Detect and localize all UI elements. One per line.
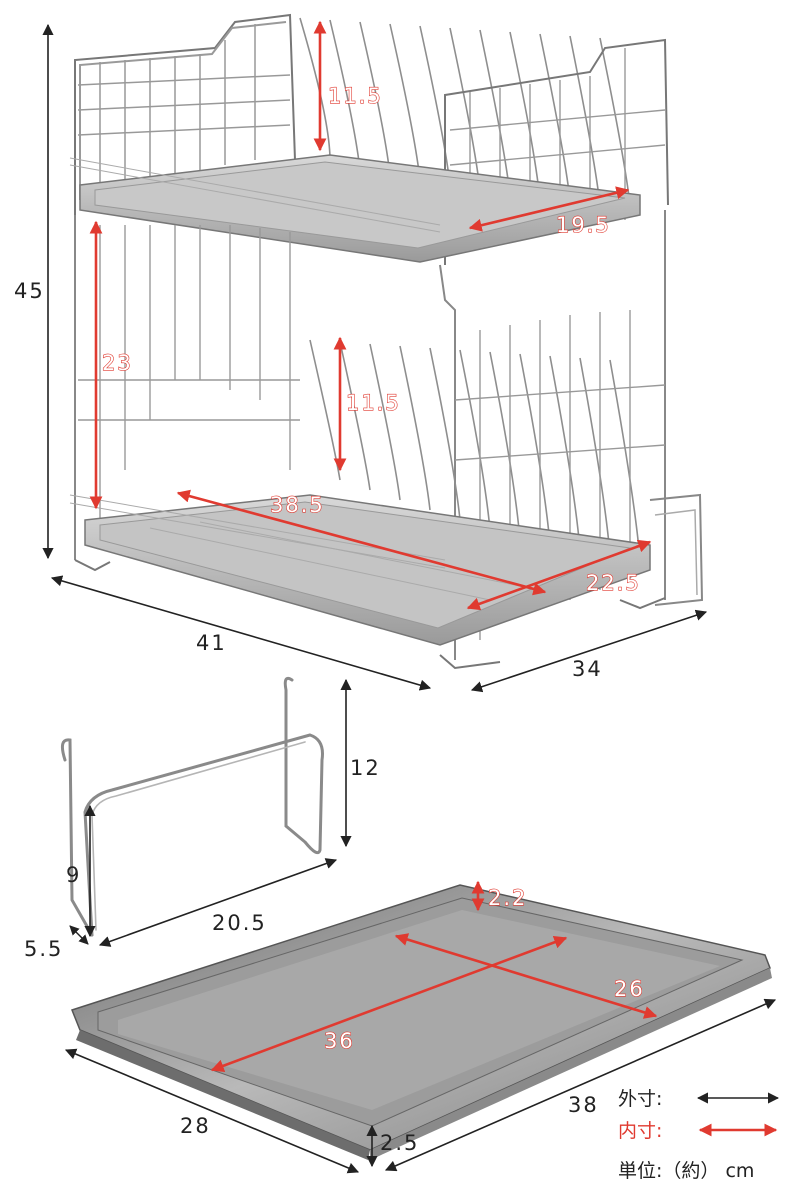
legend: 外寸: 内寸: 単位:（約） cm <box>618 1088 780 1182</box>
tray-depth-label: 28 <box>180 1114 211 1138</box>
legend-outer-label: 外寸: <box>618 1088 662 1110</box>
rack-height-label: 45 <box>14 279 45 303</box>
upper-plate-height-label: 11.5 <box>328 84 383 108</box>
tray-width-arrow <box>384 998 777 1172</box>
holder-depth-label: 5.5 <box>24 937 63 961</box>
holder-height-label: 12 <box>350 756 381 780</box>
holder-depth-arrow <box>69 925 89 945</box>
tray-illustration <box>71 884 772 1160</box>
tray-inner-dimensions: 2.2 26 36 <box>210 880 658 1073</box>
rack-depth-label: 34 <box>572 657 603 681</box>
tray-height-label: 2.5 <box>380 1131 419 1155</box>
rack-inner-dimensions: 11.5 19.5 23 11.5 38.5 22.5 <box>89 20 652 611</box>
holder-width-arrow <box>98 858 338 947</box>
legend-inner-label: 内寸: <box>618 1120 662 1142</box>
rack-depth-arrow <box>470 609 708 693</box>
rack-outer-dimensions: 45 41 34 <box>14 23 708 693</box>
holder-illustration <box>60 676 324 937</box>
tier-gap-label: 23 <box>102 351 133 375</box>
tray-inner-width-label: 36 <box>324 1029 355 1053</box>
tray-width-label: 38 <box>568 1093 599 1117</box>
legend-unit-label: 単位:（約） cm <box>618 1160 754 1182</box>
tray-outer-dimensions: 28 38 2.5 <box>64 998 777 1174</box>
rack-width-label: 41 <box>196 631 227 655</box>
tray-depth-arrow <box>64 1048 360 1174</box>
holder-width-label: 20.5 <box>212 911 267 935</box>
tray-inner-width-arrow <box>210 935 568 1073</box>
tray-inner-depth-label: 26 <box>614 977 645 1001</box>
lower-plate-height-label: 11.5 <box>346 391 401 415</box>
holder-outer-dimensions: 12 20.5 5.5 <box>24 678 381 961</box>
upper-depth-label: 19.5 <box>556 213 611 237</box>
holder-inner-dimensions: 9 <box>66 804 96 938</box>
rack-width-arrow <box>50 575 432 691</box>
upper-depth-arrow <box>468 186 630 232</box>
lower-width-label: 38.5 <box>270 493 325 517</box>
tray-inner-height-label: 2.2 <box>488 886 527 910</box>
lower-depth-label: 22.5 <box>586 571 641 595</box>
lower-depth-arrow <box>466 539 652 611</box>
holder-inner-height-label: 9 <box>66 863 81 887</box>
